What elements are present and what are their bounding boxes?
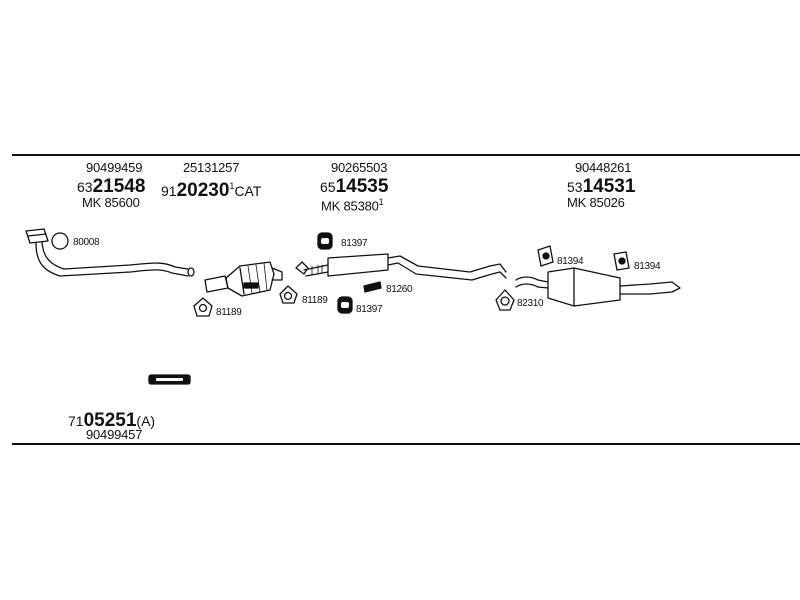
callout-label: 81189 (302, 295, 328, 306)
group-3-mk: MK 853801 (321, 197, 384, 214)
group-2-ref: 25131257 (183, 160, 240, 175)
mounting-bracket-drawing (148, 374, 191, 385)
callout-label: 81189 (216, 307, 242, 318)
rubber-hanger-81394-drawing (537, 245, 554, 267)
callout-label: 82310 (517, 298, 544, 309)
bottom-part-number: 7105251(A) (68, 410, 156, 431)
rear-silencer-drawing (515, 267, 681, 307)
flange-gasket-82310-drawing (495, 289, 515, 311)
gasket-80008-drawing (51, 232, 69, 250)
center-silencer-drawing (295, 253, 507, 281)
group-2-part-number: 91202301CAT (161, 180, 262, 201)
bottom-divider-line (12, 443, 800, 445)
callout-label: 81397 (356, 304, 383, 315)
bottom-ref: 90499457 (86, 427, 143, 442)
group-1-part-number: 6321548 (77, 176, 146, 197)
clamp-81260-drawing (363, 281, 382, 293)
rubber-hanger-81397-drawing (337, 296, 353, 314)
callout-label: 80008 (73, 237, 100, 248)
rubber-hanger-81394-drawing (613, 251, 630, 271)
front-pipe-drawing (25, 228, 195, 277)
group-4-mk: MK 85026 (567, 195, 625, 210)
group-4-ref: 90448261 (575, 160, 632, 175)
top-divider-line (12, 154, 800, 156)
group-1-mk: MK 85600 (82, 195, 140, 210)
callout-label: 81397 (341, 238, 368, 249)
callout-label: 81394 (557, 256, 584, 267)
group-4-part-number: 5314531 (567, 176, 636, 197)
group-1-ref: 90499459 (86, 160, 143, 175)
callout-label: 81260 (386, 284, 413, 295)
catalytic-converter-drawing (204, 261, 283, 297)
callout-label: 81394 (634, 261, 661, 272)
group-3-ref: 90265503 (331, 160, 388, 175)
group-3-part-number: 6514535 (320, 176, 389, 197)
rubber-hanger-81397-drawing (317, 232, 333, 250)
